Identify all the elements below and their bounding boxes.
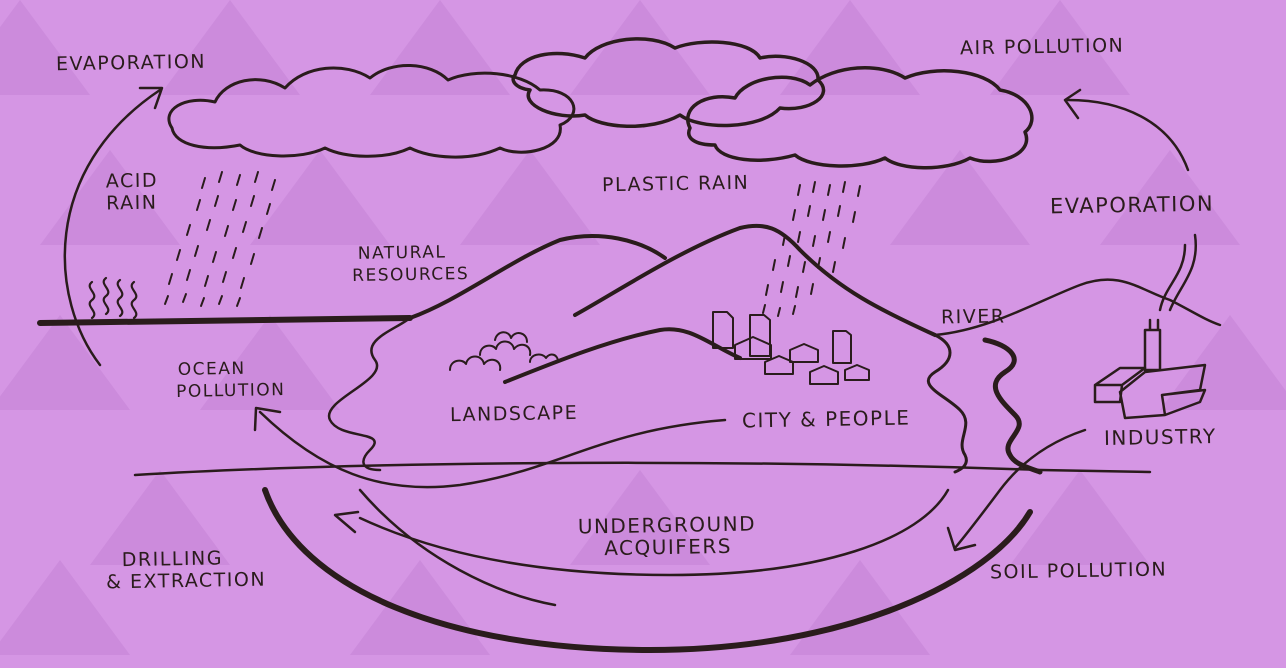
evaporation-arrowhead-right [1063,88,1082,120]
label-industry: INDUSTRY [1103,424,1217,450]
ocean-pollution-arrow [258,410,727,489]
ocean-surface-line [37,315,413,326]
heat-waves [88,276,138,320]
drilling-extraction-arc [262,487,1033,653]
coastline [327,316,412,472]
label-evaporation-left: EVAPORATION [55,50,207,76]
evaporation-arrow-left [63,88,162,367]
soil-pollution-arrow [953,428,1087,550]
label-plastic-rain: PLASTIC RAIN [601,171,750,197]
label-landscape: LANDSCAPE [449,401,579,427]
mountain-ridge-main [573,223,937,337]
cloud-middle [511,37,826,129]
river-bank-right [982,337,1043,475]
label-evaporation-right: EVAPORATION [1049,191,1215,219]
ocean-pollution-arrowhead [253,406,282,432]
underground-flow-inner [358,488,950,577]
cloud-right [686,66,1034,170]
landscape-bushes [449,331,559,371]
acid-rain-drops [164,171,276,307]
soil-pollution-arrowhead [946,526,977,552]
mountain-ridge-right [933,278,1222,337]
label-city-people: CITY & PEOPLE [741,405,911,433]
factory [1093,233,1207,420]
mountain-ridge-left [408,234,667,320]
river-bank-left [926,333,968,474]
label-air-pollution: AIR POLLUTION [959,34,1125,60]
plastic-rain-drops [762,181,861,317]
ground-line [133,461,1152,477]
underground-flow-upper [358,488,557,607]
city-buildings [712,311,870,385]
evaporation-arrow-right [1066,98,1190,172]
label-drilling-extraction: DRILLING& EXTRACTION [106,547,267,594]
label-soil-pollution: SOIL POLLUTION [989,558,1168,584]
cloud-left [167,64,576,159]
evaporation-arrowhead-left [138,86,164,110]
label-river: RIVER [940,305,1006,329]
hill-front [503,327,742,384]
underground-arrowhead [333,510,360,534]
